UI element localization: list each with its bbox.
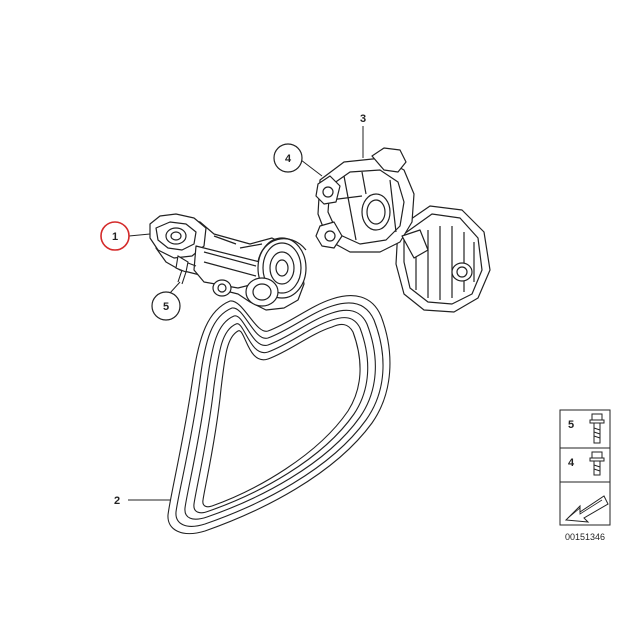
reference-number: 00151346 — [565, 532, 605, 542]
drive-belt[interactable] — [167, 295, 391, 535]
long-bolt-icon — [589, 413, 605, 444]
direction-arrow-icon — [564, 495, 609, 523]
callout-5-label: 5 — [163, 301, 169, 313]
legend-item-5[interactable]: 5 — [568, 413, 605, 444]
callout-5[interactable]: 5 — [151, 291, 181, 321]
legend-item-5-label: 5 — [568, 419, 574, 431]
callout-2[interactable]: 2 — [114, 495, 120, 507]
alternator[interactable] — [315, 147, 491, 313]
callout-3[interactable]: 3 — [360, 113, 366, 125]
callout-4[interactable]: 4 — [273, 143, 303, 173]
short-bolt-icon — [589, 451, 605, 476]
callout-2-label: 2 — [114, 495, 120, 507]
callout-1-label: 1 — [112, 231, 118, 243]
legend-item-4[interactable]: 4 — [568, 451, 605, 476]
leader-lines — [128, 126, 364, 501]
callout-4-label: 4 — [285, 153, 292, 165]
belt-tensioner[interactable] — [149, 213, 307, 311]
legend-item-4-label: 4 — [568, 457, 575, 469]
parts-legend: 5 4 — [559, 409, 611, 526]
callout-1[interactable]: 1 — [100, 221, 130, 251]
callout-3-label: 3 — [360, 113, 366, 125]
tensioner-bolt[interactable] — [175, 255, 189, 285]
